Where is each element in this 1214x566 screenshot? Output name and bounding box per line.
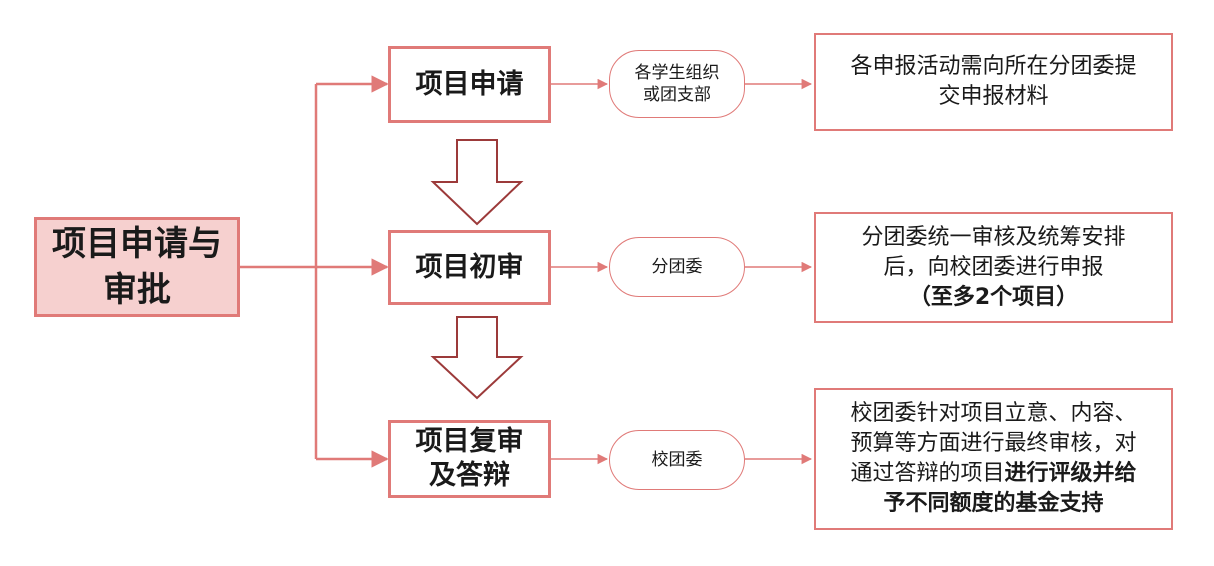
desc-bold-part: 进行评级并给: [1004, 461, 1137, 486]
step-label: 项目初审: [415, 251, 524, 283]
desc-line: 交申报材料: [938, 84, 1049, 109]
desc-line: 校团委针对项目立意、内容、: [850, 401, 1137, 426]
actor-pill-1: 各学生组织 或团支部: [609, 50, 745, 118]
desc-line: 各申报活动需向所在分团委提: [850, 54, 1137, 79]
desc-line-mixed: 通过答辩的项目进行评级并给: [850, 459, 1136, 489]
desc-normal-part: 通过答辩的项目: [850, 461, 1005, 486]
step-label-line-1: 项目复审: [415, 426, 524, 457]
root-line-2: 审批: [103, 270, 171, 310]
actor-pill-2: 分团委: [609, 237, 745, 297]
desc-box-3: 校团委针对项目立意、内容、 预算等方面进行最终审核，对 通过答辩的项目进行评级并…: [814, 388, 1173, 530]
down-arrow-1: [430, 139, 524, 226]
desc-line: 后，向校团委进行申报: [883, 254, 1104, 280]
actor-line-1: 各学生组织: [634, 63, 720, 83]
desc-line-bold: （至多2个项目）: [908, 284, 1079, 310]
step-box-final-review: 项目复审 及答辩: [388, 420, 551, 498]
desc-line: 分团委统一审核及统筹安排: [861, 224, 1126, 250]
step-label: 项目申请: [415, 68, 524, 100]
desc-line-bold: 予不同额度的基金支持: [883, 491, 1104, 516]
desc-box-2: 分团委统一审核及统筹安排 后，向校团委进行申报 （至多2个项目）: [814, 212, 1173, 323]
root-line-1: 项目申请与: [52, 224, 222, 264]
root-node: 项目申请与 审批: [34, 217, 240, 317]
actor-line: 分团委: [651, 257, 703, 277]
desc-box-1: 各申报活动需向所在分团委提 交申报材料: [814, 33, 1173, 131]
down-arrow-2: [430, 316, 524, 400]
actor-line: 校团委: [651, 450, 703, 470]
desc-line: 预算等方面进行最终审核，对: [850, 431, 1137, 456]
step-box-apply: 项目申请: [388, 46, 551, 123]
step-box-initial-review: 项目初审: [388, 230, 551, 305]
actor-pill-3: 校团委: [609, 430, 745, 490]
step-label-line-2: 及答辩: [429, 460, 510, 491]
actor-line-2: 或团支部: [643, 85, 711, 105]
